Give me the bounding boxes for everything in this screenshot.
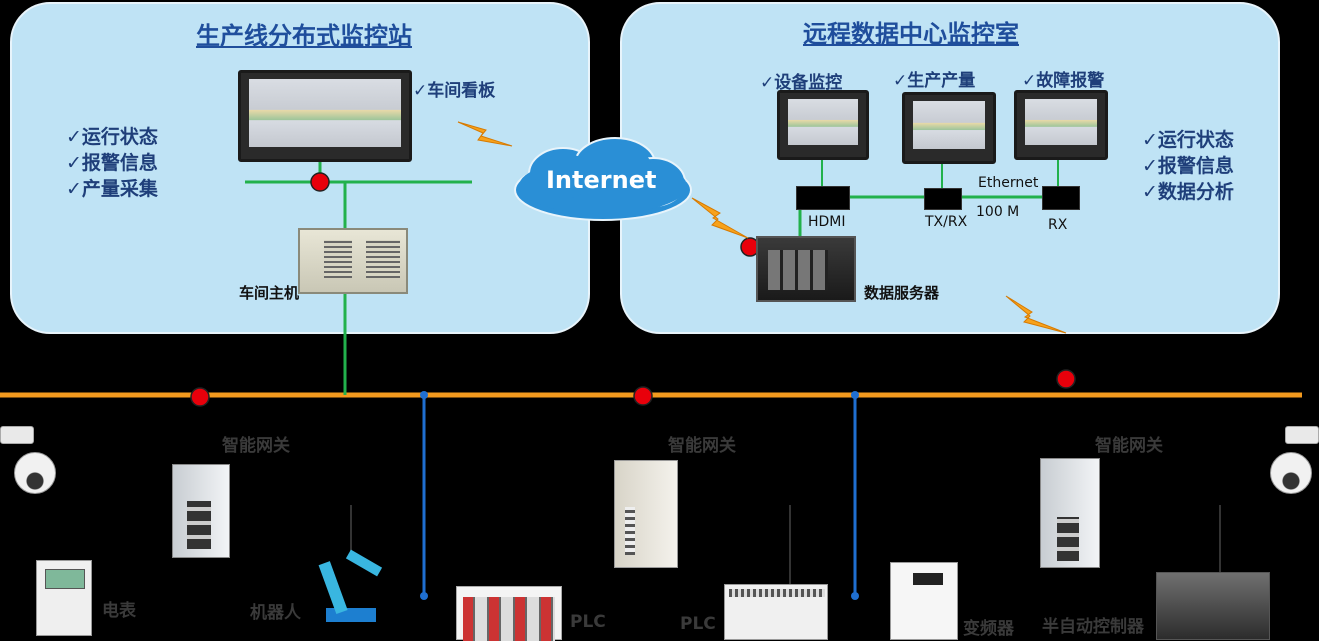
host-label: 车间主机 — [239, 284, 300, 302]
camera-icon — [0, 424, 60, 494]
monitor-label-1: ✓设备监控 — [760, 73, 843, 93]
monitor-output — [902, 92, 996, 164]
robot-arm-icon — [306, 549, 388, 630]
blue-node-1-top — [420, 391, 428, 399]
kanban-label: ✓车间看板 — [413, 81, 496, 101]
plc-compact-icon — [724, 584, 828, 640]
gateway-device-icon — [172, 464, 230, 558]
left-checklist-item: ✓报警信息 — [66, 152, 158, 174]
plc-rack-icon — [456, 586, 562, 641]
internet-label: Internet — [546, 166, 657, 194]
blue-node-2-bottom — [851, 592, 859, 600]
red-node-gateway-3 — [1056, 369, 1076, 389]
internet-cloud-icon — [514, 137, 692, 221]
gateway-label-2: 智能网关 — [668, 436, 736, 456]
monitor-label-2: ✓生产产量 — [893, 71, 976, 91]
red-node-gateway-2 — [633, 386, 653, 406]
right-panel — [620, 2, 1280, 334]
rx-label: RX — [1048, 217, 1068, 233]
right-checklist: ✓运行状态 ✓报警信息 ✓数据分析 — [1142, 127, 1234, 205]
server-label: 数据服务器 — [864, 284, 940, 302]
right-panel-title: 远程数据中心监控室 — [803, 20, 1019, 48]
data-server-icon — [756, 236, 856, 302]
left-panel-title: 生产线分布式监控站 — [196, 22, 412, 50]
kanban-monitor — [238, 70, 412, 162]
electric-meter-icon — [36, 560, 92, 636]
rx-box — [1042, 186, 1080, 210]
monitor-fault — [1014, 90, 1108, 160]
plc-label-1: PLC — [570, 612, 606, 632]
inverter-icon — [890, 562, 958, 640]
red-node-gateway-1 — [190, 387, 210, 407]
blue-node-2-top — [851, 391, 859, 399]
robot-label: 机器人 — [250, 603, 301, 623]
left-checklist-item: ✓运行状态 — [66, 126, 158, 148]
lightning-icon — [691, 197, 749, 239]
txrx-box — [924, 188, 962, 210]
hdmi-box — [796, 186, 850, 210]
ethernet-label: Ethernet — [978, 175, 1039, 191]
monitor-equipment — [777, 90, 869, 160]
meter-label: 电表 — [102, 601, 136, 621]
red-node-kanban — [310, 172, 330, 192]
plc-label-2: PLC — [680, 614, 716, 634]
right-checklist-item: ✓运行状态 — [1142, 129, 1234, 151]
lightning-icon — [457, 121, 513, 147]
controller-label: 半自动控制器 — [1042, 617, 1144, 637]
right-checklist-item: ✓数据分析 — [1142, 181, 1234, 203]
camera-icon — [1262, 424, 1319, 494]
monitor-label-3: ✓故障报警 — [1022, 71, 1105, 91]
gateway-device-icon — [614, 460, 678, 568]
lightning-icon — [1005, 295, 1067, 334]
gateway-device-icon — [1040, 458, 1100, 568]
left-checklist-item: ✓产量采集 — [66, 178, 158, 200]
right-checklist-item: ✓报警信息 — [1142, 155, 1234, 177]
speed-label: 100 M — [976, 204, 1020, 220]
hdmi-label: HDMI — [808, 214, 846, 230]
blue-node-1-bottom — [420, 592, 428, 600]
inverter-label: 变频器 — [963, 619, 1014, 639]
txrx-label: TX/RX — [925, 214, 968, 230]
gateway-label-3: 智能网关 — [1095, 436, 1163, 456]
semi-auto-controller-icon — [1156, 572, 1270, 640]
gateway-label-1: 智能网关 — [222, 436, 290, 456]
workshop-host-icon — [298, 228, 408, 294]
left-checklist: ✓运行状态 ✓报警信息 ✓产量采集 — [66, 124, 158, 202]
